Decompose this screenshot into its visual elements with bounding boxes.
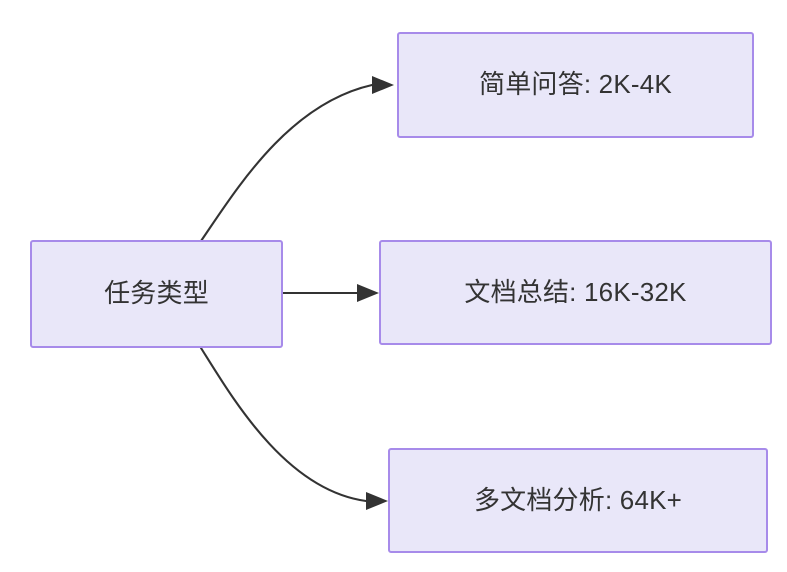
- node-simple-qa-label: 简单问答: 2K-4K: [479, 69, 672, 100]
- node-task-type[interactable]: 任务类型: [30, 240, 283, 348]
- edge-source-to-doc-summary: [281, 284, 379, 302]
- node-doc-summary-label: 文档总结: 16K-32K: [464, 276, 687, 307]
- node-doc-summary[interactable]: 文档总结: 16K-32K: [379, 240, 772, 345]
- node-multi-doc-label: 多文档分析: 64K+: [473, 484, 683, 515]
- arrow-head-icon: [372, 76, 394, 94]
- arrow-head-icon: [357, 284, 379, 302]
- arrow-head-icon: [366, 492, 388, 510]
- node-simple-qa[interactable]: 简单问答: 2K-4K: [397, 32, 754, 138]
- edge-source-to-simple-qa: [199, 76, 394, 243]
- node-multi-doc[interactable]: 多文档分析: 64K+: [388, 448, 768, 553]
- node-task-type-label: 任务类型: [104, 278, 209, 309]
- edge-source-to-multi-doc: [199, 346, 388, 510]
